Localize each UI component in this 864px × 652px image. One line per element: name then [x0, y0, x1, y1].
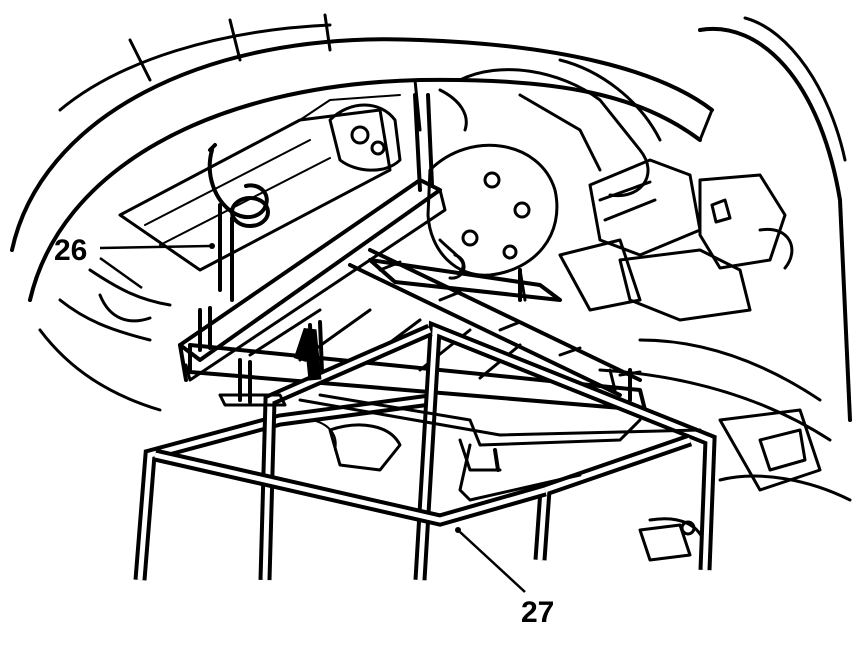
- vehicle-underbody: [10, 13, 852, 562]
- callout-27: 27: [455, 527, 554, 629]
- callout-27-label: 27: [521, 596, 554, 629]
- callout-26: 26: [54, 234, 215, 290]
- callout-26-label: 26: [54, 234, 87, 267]
- lifting-hook-26: [207, 143, 270, 302]
- lift-table-27: [133, 320, 717, 581]
